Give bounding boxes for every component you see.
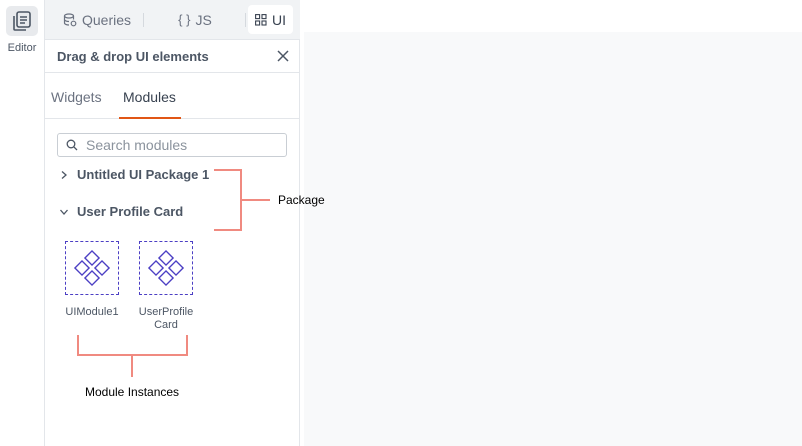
search-icon [66, 139, 78, 151]
module-label: UIModule1 [65, 306, 119, 318]
tab-ui[interactable]: UI [248, 5, 293, 34]
panel-sub-tabs: Widgets Modules [45, 73, 300, 119]
tab-widgets[interactable]: Widgets [51, 89, 102, 105]
tab-js[interactable]: { } JS [145, 5, 245, 34]
module-label: UserProfileCard [138, 306, 194, 331]
panel-header: Drag & drop UI elements [45, 40, 300, 73]
tab-separator [143, 13, 144, 27]
module-diamonds-icon [139, 241, 193, 295]
search-input[interactable] [86, 137, 276, 153]
tab-queries[interactable]: Queries [51, 5, 143, 34]
editor-button[interactable]: Editor [3, 6, 41, 60]
close-icon[interactable] [276, 49, 290, 63]
search-box[interactable] [57, 133, 287, 157]
package-annotation: Package [278, 193, 325, 207]
package-row-user-profile-card[interactable]: User Profile Card [59, 204, 183, 219]
tab-js-label: JS [195, 11, 212, 28]
package-label: Untitled UI Package 1 [77, 167, 210, 182]
package-row-untitled[interactable]: Untitled UI Package 1 [59, 167, 209, 182]
left-rail: Editor [0, 0, 45, 446]
tab-queries-label: Queries [81, 11, 132, 28]
editor-pages-icon [6, 6, 38, 36]
braces-icon: { } [178, 12, 191, 27]
chevron-down-icon [60, 209, 68, 215]
editor-tabs: Queries { } JS UI [45, 0, 300, 40]
tab-ui-label: UI [272, 11, 286, 28]
chevron-right-icon [61, 170, 67, 179]
database-icon [63, 12, 77, 26]
panel-title: Drag & drop UI elements [57, 48, 209, 64]
module-card-uimodule1[interactable]: UIModule1 [62, 241, 122, 319]
tab-separator [245, 13, 246, 27]
module-instances-annotation: Module Instances [85, 385, 180, 399]
ui-elements-panel: Queries { } JS UI Drag & drop UI element… [45, 0, 300, 446]
editor-canvas[interactable] [304, 32, 802, 446]
package-label: User Profile Card [77, 204, 184, 219]
module-card-userprofilecard[interactable]: UserProfileCard [136, 241, 196, 332]
widgets-grid-icon [255, 13, 267, 26]
editor-label: Editor [7, 42, 37, 54]
active-tab-indicator [119, 117, 181, 119]
tab-modules[interactable]: Modules [123, 89, 176, 105]
module-diamonds-icon [65, 241, 119, 295]
